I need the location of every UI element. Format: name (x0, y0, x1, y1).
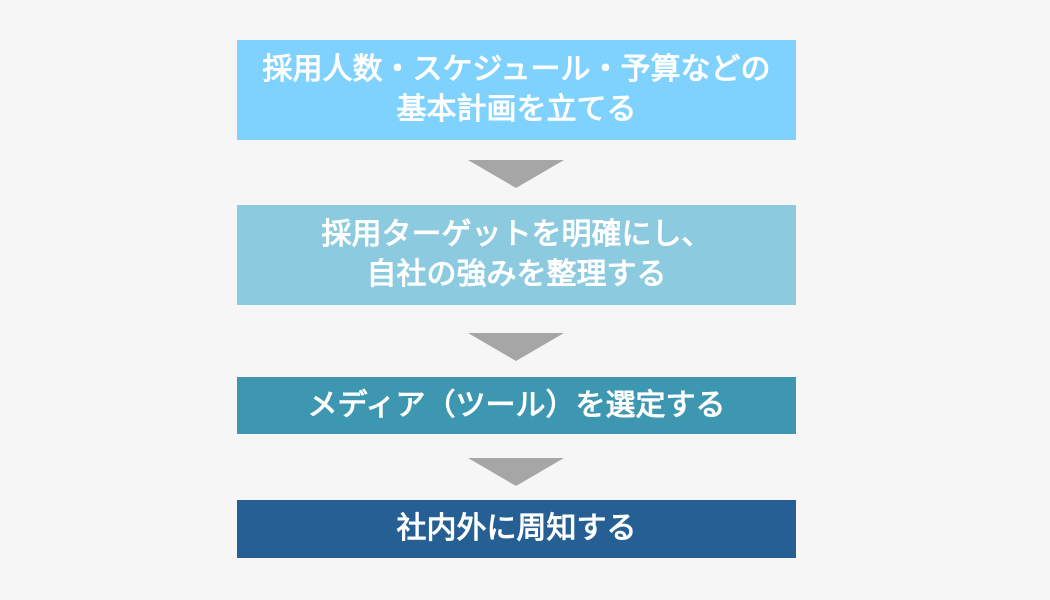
step-1-line-1: 採用人数・スケジュール・予算などの (262, 52, 771, 87)
step-4-box: 社内外に周知する (237, 500, 796, 558)
down-arrow-icon (468, 333, 564, 361)
step-1-box: 採用人数・スケジュール・予算などの 基本計画を立てる (237, 40, 796, 140)
step-1-line-2: 基本計画を立てる (396, 92, 637, 127)
step-4-line-1: 社内外に周知する (396, 511, 637, 546)
step-3-line-1: メディア（ツール）を選定する (307, 387, 726, 423)
down-arrow-icon (468, 160, 564, 188)
step-2-box: 採用ターゲットを明確にし、 自社の強みを整理する (237, 205, 796, 305)
step-2-line-1: 採用ターゲットを明確にし、 (321, 217, 712, 252)
step-3-box: メディア（ツール）を選定する (237, 377, 796, 434)
down-arrow-icon (468, 458, 564, 486)
step-2-line-2: 自社の強みを整理する (366, 257, 667, 292)
